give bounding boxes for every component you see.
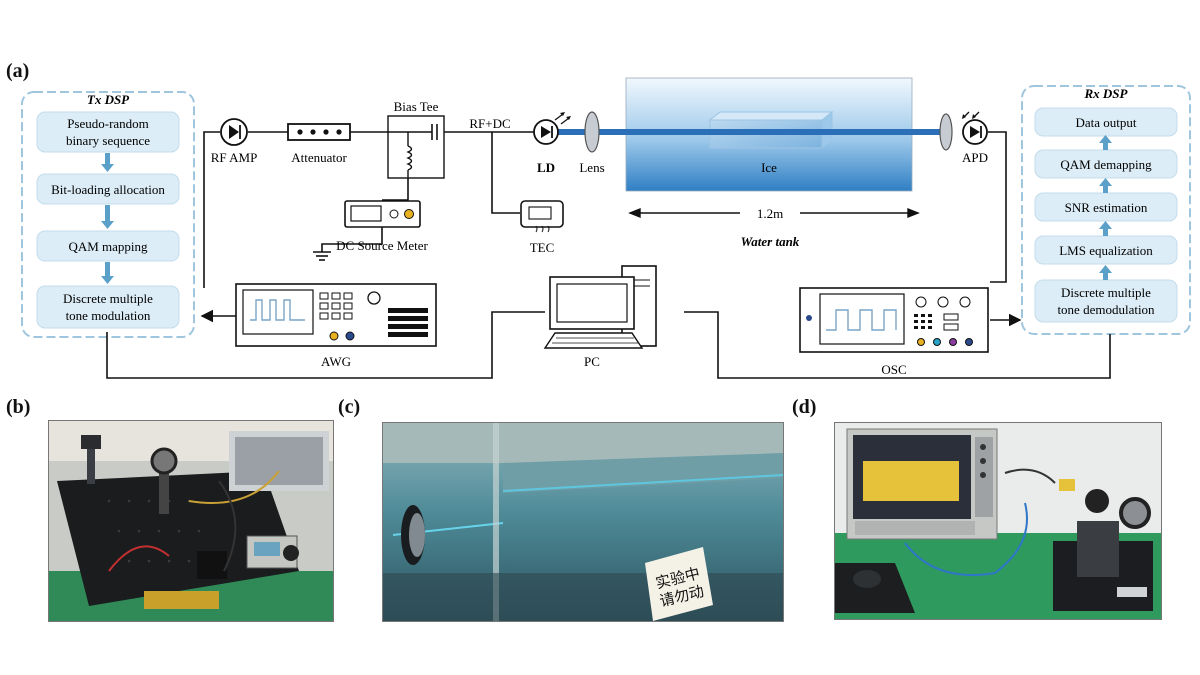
panel-label-d: (d) bbox=[792, 396, 817, 418]
rx-step-dmt-demodulation: Discrete multiple tone demodulation bbox=[1034, 279, 1178, 323]
rx-step-qam-demapping: QAM demapping bbox=[1034, 149, 1178, 179]
ld-icon bbox=[533, 112, 571, 145]
attenuator-label: Attenuator bbox=[291, 150, 347, 165]
dc-source-meter-label: DC Source Meter bbox=[336, 238, 428, 253]
water-tank-label: Water tank bbox=[741, 234, 800, 249]
rf-amp-label: RF AMP bbox=[211, 150, 258, 165]
rx-step-lms-equalization-label: LMS equalization bbox=[1059, 243, 1153, 258]
rx-step-dmt-line1: Discrete multiple bbox=[1061, 285, 1151, 300]
rx-step-lms-equalization: LMS equalization bbox=[1034, 235, 1178, 265]
tx-dsp-title: Tx DSP bbox=[87, 92, 130, 107]
osc-icon bbox=[799, 287, 989, 353]
tx-flow-arrows bbox=[101, 153, 114, 284]
distance-label: 1.2m bbox=[757, 206, 783, 221]
photo-b bbox=[48, 420, 334, 622]
photo-c: 实验中 请勿动 bbox=[382, 422, 784, 622]
awg-label: AWG bbox=[321, 354, 351, 369]
rf-amp-icon bbox=[220, 118, 248, 146]
rx-dsp-panel: Rx DSP Data output QAM demapping SNR est… bbox=[1021, 85, 1191, 335]
tx-step-dmt-line2: tone modulation bbox=[66, 308, 151, 323]
distance-arrow bbox=[628, 207, 920, 219]
tx-step-dmt-line1: Discrete multiple bbox=[63, 291, 153, 306]
attenuator-icon bbox=[287, 123, 351, 141]
awg-icon bbox=[235, 283, 437, 347]
ground-symbol bbox=[313, 251, 331, 261]
rx-step-qam-demapping-label: QAM demapping bbox=[1060, 157, 1152, 172]
setup-diagram: Tx DSP Pseudo-random binary sequence Bit… bbox=[21, 77, 1191, 379]
tx-dsp-panel: Tx DSP Pseudo-random binary sequence Bit… bbox=[21, 91, 195, 338]
rx-step-data-output: Data output bbox=[1034, 107, 1178, 137]
tx-step-bit-loading: Bit-loading allocation bbox=[36, 173, 180, 205]
tx-step-prbs-line2: binary sequence bbox=[66, 133, 150, 148]
rf-dc-label: RF+DC bbox=[469, 116, 510, 131]
apd-label: APD bbox=[962, 150, 988, 165]
rx-step-dmt-line2: tone demodulation bbox=[1057, 302, 1155, 317]
lens-icon bbox=[584, 111, 600, 153]
photo-d bbox=[834, 422, 1162, 620]
rx-dsp-title: Rx DSP bbox=[1084, 86, 1129, 101]
lens-label: Lens bbox=[579, 160, 604, 175]
rx-flow-arrows bbox=[1099, 135, 1112, 280]
bias-tee-label: Bias Tee bbox=[394, 99, 439, 114]
rx-step-data-output-label: Data output bbox=[1075, 115, 1136, 130]
panel-label-c: (c) bbox=[338, 396, 361, 418]
dc-source-meter-icon bbox=[344, 200, 421, 228]
rx-step-snr-estimation: SNR estimation bbox=[1034, 192, 1178, 222]
bias-tee-icon bbox=[387, 115, 445, 179]
panel-label-b: (b) bbox=[6, 396, 31, 418]
receive-lens-icon bbox=[939, 113, 953, 151]
pc-label: PC bbox=[584, 354, 600, 369]
osc-label: OSC bbox=[881, 362, 906, 377]
pc-icon bbox=[543, 265, 657, 349]
apd-icon bbox=[962, 111, 988, 145]
panel-label-a: (a) bbox=[6, 60, 30, 82]
tx-step-prbs-line1: Pseudo-random bbox=[67, 116, 149, 131]
tx-step-qam-mapping-label: QAM mapping bbox=[68, 239, 148, 254]
rx-step-snr-estimation-label: SNR estimation bbox=[1065, 200, 1148, 215]
tx-step-dmt-modulation: Discrete multiple tone modulation bbox=[36, 285, 180, 329]
tx-step-prbs: Pseudo-random binary sequence bbox=[36, 111, 180, 153]
ice-label: Ice bbox=[761, 160, 777, 175]
wiring bbox=[106, 131, 1111, 379]
tx-step-qam-mapping: QAM mapping bbox=[36, 230, 180, 262]
tec-icon bbox=[520, 200, 564, 233]
ld-label: LD bbox=[537, 160, 555, 175]
tec-label: TEC bbox=[530, 240, 555, 255]
tx-step-bit-loading-label: Bit-loading allocation bbox=[51, 182, 165, 197]
laser-beam bbox=[552, 129, 948, 135]
